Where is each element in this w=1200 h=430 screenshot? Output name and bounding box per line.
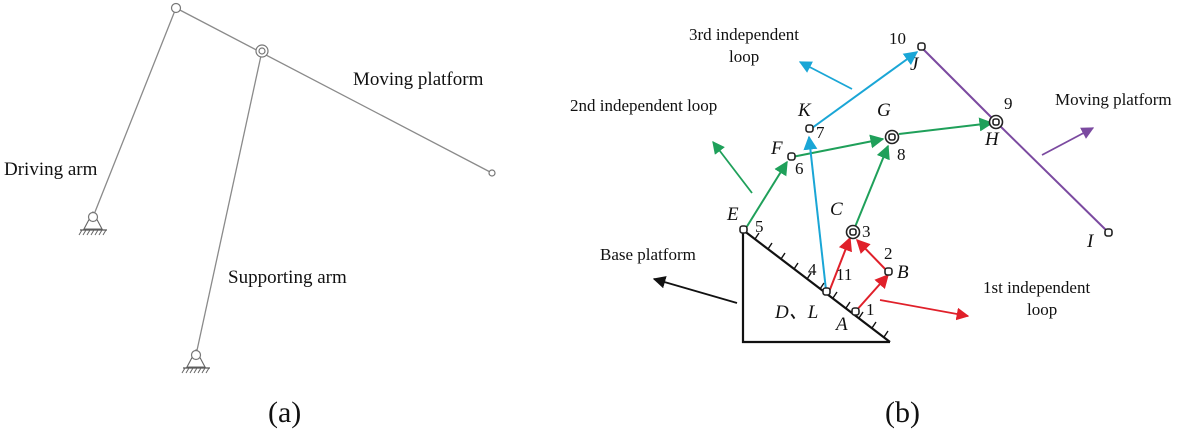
joint-double-inner	[258, 47, 266, 55]
label-loop1-line1: 1st independent	[983, 278, 1090, 297]
base-platform-triangle	[741, 229, 891, 344]
joint-E	[739, 225, 748, 234]
joint-I	[1104, 228, 1113, 237]
joint-F	[787, 152, 796, 161]
label-loop3-line1: 3rd independent	[689, 25, 799, 44]
num-2: 2	[884, 244, 893, 263]
point-DL: D、L	[774, 302, 818, 323]
panel-a: Moving platform Driving arm Supporting a…	[4, 2, 496, 429]
joint-A	[851, 307, 860, 316]
label-loop2: 2nd independent loop	[570, 96, 717, 115]
num-7: 7	[816, 123, 825, 142]
point-B: B	[897, 262, 909, 283]
point-I: I	[1086, 231, 1095, 252]
joint-L	[822, 287, 831, 296]
num-11: 11	[836, 265, 852, 284]
joint-C-inner	[849, 228, 857, 236]
point-G: G	[877, 100, 891, 121]
moving-platform-links	[920, 46, 1109, 233]
point-K: K	[797, 100, 812, 121]
loop2-vectors	[712, 117, 994, 229]
label-supporting-arm: Supporting arm	[228, 267, 347, 288]
label-moving-platform-b: Moving platform	[1055, 90, 1172, 109]
num-10: 10	[889, 29, 906, 48]
num-8: 8	[897, 145, 906, 164]
joint-end	[488, 169, 496, 177]
joints-b	[739, 42, 1113, 316]
label-moving-platform-a: Moving platform	[353, 69, 484, 90]
moving-platform-arrow	[1041, 127, 1095, 156]
joint-K	[805, 124, 814, 133]
joint-G-inner	[888, 133, 896, 141]
ground-support-supporting	[181, 348, 210, 374]
point-H: H	[984, 129, 1000, 150]
joint-J	[917, 42, 926, 51]
loop3-vectors	[798, 51, 919, 291]
joint-top	[170, 2, 182, 14]
moving-platform-link	[175, 7, 493, 174]
label-driving-arm: Driving arm	[4, 159, 98, 180]
point-C: C	[830, 199, 843, 220]
label-base-platform: Base platform	[600, 245, 696, 264]
ground-support-driving	[78, 210, 107, 236]
base-platform-arrow	[652, 276, 738, 304]
num-6: 6	[795, 159, 804, 178]
point-J: J	[910, 54, 920, 75]
num-9: 9	[1004, 94, 1013, 113]
point-F: F	[770, 138, 783, 159]
label-loop1-line2: loop	[1027, 300, 1057, 319]
driving-arm-link	[92, 7, 177, 218]
label-loop3-line2: loop	[729, 47, 759, 66]
loop1-arrow	[879, 299, 970, 321]
loop2-arrow	[712, 140, 753, 194]
num-1: 1	[866, 300, 875, 319]
num-4: 4	[808, 260, 817, 279]
point-E: E	[726, 204, 739, 225]
loop3-arrow	[798, 61, 853, 90]
num-3: 3	[862, 222, 871, 241]
joint-B	[884, 267, 893, 276]
supporting-arm-link	[195, 50, 263, 356]
caption-b: (b)	[885, 396, 920, 429]
joint-H-inner	[992, 118, 1000, 126]
panel-b: E F K G J H C B A I D、L 1 2 3 4 5 6 7 8 …	[570, 25, 1172, 429]
point-A: A	[834, 314, 848, 335]
caption-a: (a)	[268, 396, 301, 429]
num-5: 5	[755, 217, 764, 236]
loop1-vectors	[828, 236, 970, 321]
